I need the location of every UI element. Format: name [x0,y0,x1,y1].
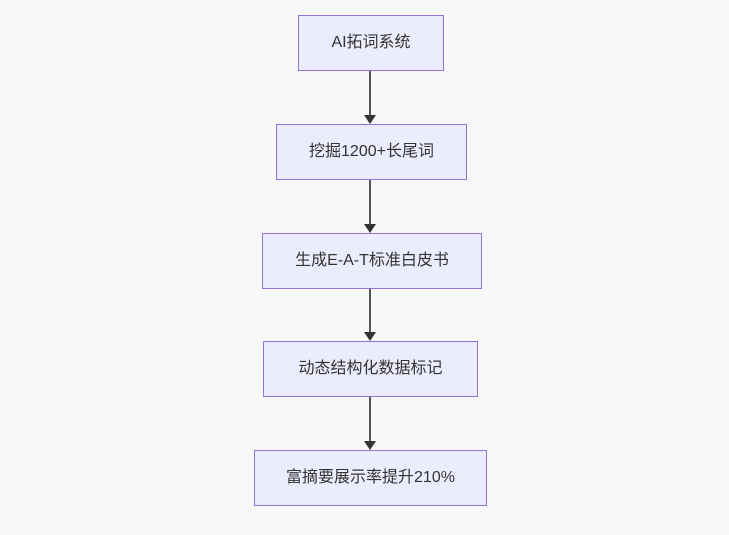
flow-node-label: 动态结构化数据标记 [298,360,443,377]
flow-node-label: 富摘要展示率提升210% [286,469,455,486]
arrow-line [369,397,371,441]
flow-node-eat-whitepaper: 生成E-A-T标准白皮书 [262,233,482,289]
arrow-head-icon [364,224,376,233]
flow-node-label: 挖掘1200+长尾词 [309,143,434,160]
flow-node-structured-data: 动态结构化数据标记 [263,341,478,397]
arrow-line [369,289,371,332]
flow-node-label: AI拓词系统 [331,34,411,51]
flow-node-rich-snippet-result: 富摘要展示率提升210% [254,450,487,506]
flow-node-label: 生成E-A-T标准白皮书 [295,252,449,269]
flow-edge-2 [364,180,377,233]
arrow-head-icon [364,441,376,450]
arrow-head-icon [364,115,376,124]
arrow-line [369,180,371,224]
arrow-line [369,71,371,115]
flow-edge-1 [364,71,377,124]
flow-node-longtail-mining: 挖掘1200+长尾词 [276,124,467,180]
flow-node-ai-word-system: AI拓词系统 [298,15,444,71]
arrow-head-icon [364,332,376,341]
flow-edge-3 [364,289,377,341]
flow-edge-4 [364,397,377,450]
